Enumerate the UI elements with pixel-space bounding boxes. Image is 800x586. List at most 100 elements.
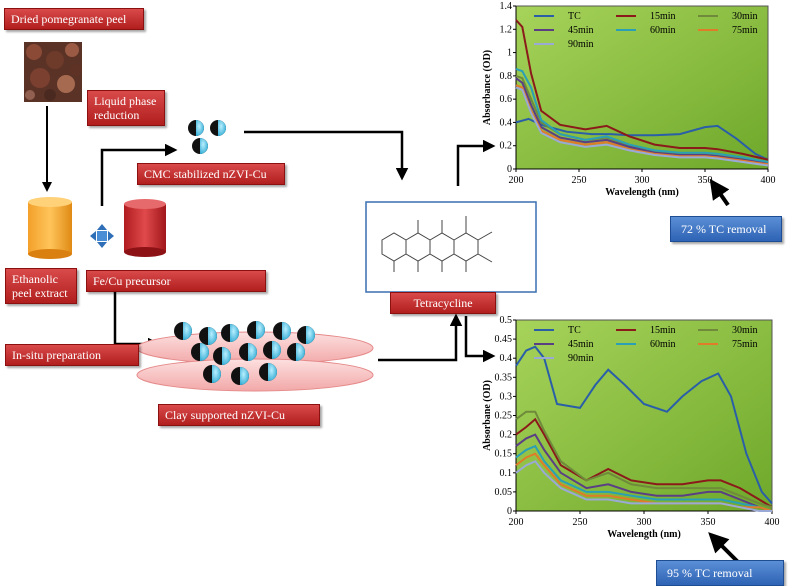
y-tick-label: 0.25 bbox=[495, 411, 513, 422]
legend-label-60min: 60min bbox=[650, 339, 676, 350]
arrow-top-removal bbox=[709, 178, 730, 207]
cmc-label: CMC stabilized nZVI-Cu bbox=[137, 163, 285, 185]
series-line-15min bbox=[515, 19, 769, 161]
x-tick-label: 400 bbox=[765, 517, 780, 528]
y-tick-label: 0.3 bbox=[500, 391, 513, 402]
removal-95-label: 95 % TC removal bbox=[656, 560, 784, 586]
legend-label-15min: 15min bbox=[650, 11, 676, 22]
y-tick-label: 1 bbox=[507, 48, 512, 59]
y-tick-label: 0.2 bbox=[500, 430, 513, 441]
y-axis-label: Absorbance (OD) bbox=[482, 50, 493, 125]
x-tick-label: 300 bbox=[635, 175, 650, 186]
legend-label-60min: 60min bbox=[650, 25, 676, 36]
x-tick-label: 250 bbox=[572, 175, 587, 186]
clay-platelet-bottom bbox=[136, 358, 374, 392]
clay-particles bbox=[174, 321, 315, 385]
cmc-particles bbox=[188, 120, 226, 154]
y-tick-label: 0.4 bbox=[500, 353, 513, 364]
legend-label-45min: 45min bbox=[568, 339, 594, 350]
x-tick-label: 400 bbox=[761, 175, 776, 186]
y-tick-label: 1.2 bbox=[500, 24, 513, 35]
liquid-phase-label: Liquid phase reduction bbox=[87, 90, 165, 126]
y-tick-label: 0.6 bbox=[500, 94, 513, 105]
precursor-cylinder bbox=[124, 199, 166, 257]
legend-label-30min: 30min bbox=[732, 11, 758, 22]
nzvi-particle bbox=[239, 343, 257, 361]
arrow-tc-to-top-chart bbox=[456, 139, 496, 186]
nzvi-particle bbox=[213, 347, 231, 365]
arrow-clay-to-tc bbox=[378, 313, 463, 362]
arrow-cmc-to-tc bbox=[244, 130, 409, 181]
y-tick-label: 0.05 bbox=[495, 487, 513, 498]
x-tick-label: 200 bbox=[509, 175, 524, 186]
nzvi-particle bbox=[287, 343, 305, 361]
nzvi-particle bbox=[259, 363, 277, 381]
series-line-45min bbox=[515, 433, 773, 512]
legend-label-90min: 90min bbox=[568, 39, 594, 50]
x-axis-label: Wavelength (nm) bbox=[605, 187, 679, 198]
series-line-TC bbox=[515, 345, 773, 505]
nzvi-particle bbox=[199, 327, 217, 345]
dried-peel-label: Dried pomegranate peel bbox=[4, 8, 144, 30]
nzvi-particle bbox=[273, 322, 291, 340]
legend-label-75min: 75min bbox=[732, 339, 758, 350]
y-tick-label: 0.5 bbox=[500, 316, 513, 326]
y-tick-label: 0 bbox=[507, 164, 512, 175]
legend-label-90min: 90min bbox=[568, 353, 594, 364]
y-tick-label: 0.1 bbox=[500, 468, 513, 479]
y-axis-label: Absorbane (OD) bbox=[482, 380, 493, 451]
nzvi-particle bbox=[221, 324, 239, 342]
y-tick-label: 1.4 bbox=[500, 1, 513, 12]
y-tick-label: 0.15 bbox=[495, 449, 513, 460]
tetracycline-structure bbox=[365, 201, 537, 293]
removal-72-label: 72 % TC removal bbox=[670, 216, 782, 242]
legend-label-75min: 75min bbox=[732, 25, 758, 36]
arrow-tc-to-bottom-chart bbox=[464, 316, 496, 363]
nzvi-particle bbox=[297, 326, 315, 344]
series-line-90min bbox=[515, 460, 772, 512]
x-tick-label: 200 bbox=[509, 517, 524, 528]
series-line-45min bbox=[515, 77, 769, 165]
series-line-60min bbox=[515, 444, 773, 512]
legend-label-45min: 45min bbox=[568, 25, 594, 36]
y-tick-label: 0.35 bbox=[495, 372, 513, 383]
arrow-to-cmc bbox=[100, 143, 178, 206]
uv-vis-chart-bottom: 0 0.05 0.1 0.15 0.2 0.25 0.3 0.35 0.4 0.45 0.5 200 2… bbox=[482, 316, 780, 540]
legend-label-30min: 30min bbox=[732, 325, 758, 336]
nzvi-particle bbox=[203, 365, 221, 383]
nzvi-particle bbox=[191, 343, 209, 361]
legend-label-TC: TC bbox=[568, 11, 581, 22]
series-line-60min bbox=[515, 67, 769, 163]
x-tick-label: 250 bbox=[573, 517, 588, 528]
nzvi-particle bbox=[231, 367, 249, 385]
x-tick-label: 300 bbox=[637, 517, 652, 528]
x-axis-label: Wavelength (nm) bbox=[607, 529, 681, 540]
y-tick-label: 0.8 bbox=[500, 71, 513, 82]
series-line-75min bbox=[515, 84, 769, 166]
arrow-to-clay bbox=[113, 285, 161, 351]
x-tick-label: 350 bbox=[698, 175, 713, 186]
arrow-bottom-removal bbox=[708, 532, 740, 564]
tetracycline-label: Tetracycline bbox=[390, 292, 496, 314]
y-tick-label: 0 bbox=[507, 506, 512, 517]
ethanolic-label: Ethanolic peel extract bbox=[5, 268, 77, 304]
y-tick-label: 0.4 bbox=[500, 117, 513, 128]
ethanolic-extract-cylinder bbox=[28, 197, 72, 259]
series-line-30min bbox=[515, 74, 769, 165]
series-line-90min bbox=[515, 86, 769, 167]
series-line-15min bbox=[515, 417, 773, 509]
nzvi-particle bbox=[263, 341, 281, 359]
x-tick-label: 350 bbox=[701, 517, 716, 528]
nzvi-particle bbox=[174, 322, 192, 340]
clay-label: Clay supported nZVI-Cu bbox=[158, 404, 320, 426]
insitu-label: In-situ preparation bbox=[5, 344, 139, 366]
nzvi-particle bbox=[247, 321, 265, 339]
y-tick-label: 0.45 bbox=[495, 334, 513, 345]
series-line-30min bbox=[515, 410, 773, 509]
legend-label-TC: TC bbox=[568, 325, 581, 336]
precursor-label: Fe/Cu precursor bbox=[86, 270, 266, 292]
pomegranate-peel-image bbox=[24, 42, 82, 102]
legend-label-15min: 15min bbox=[650, 325, 676, 336]
